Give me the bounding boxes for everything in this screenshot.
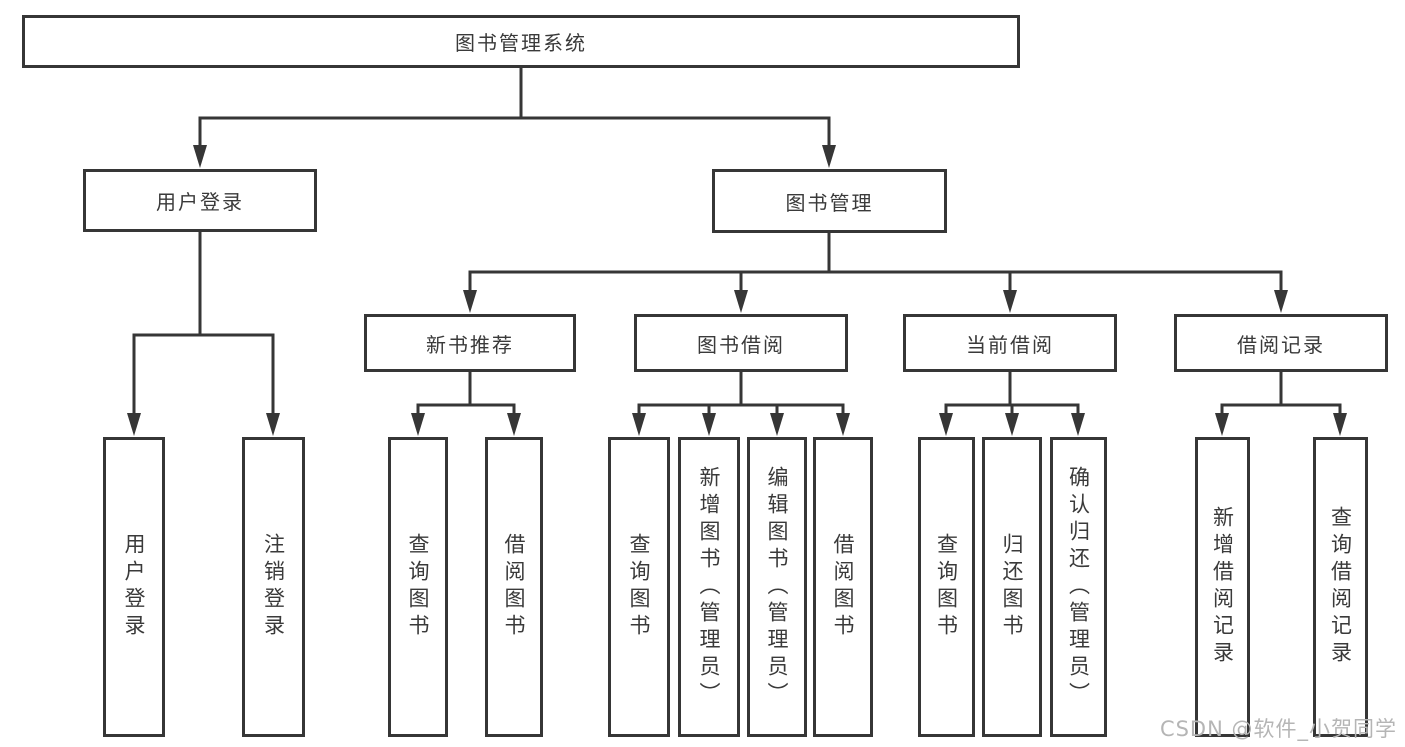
connector-book-borrow-fork bbox=[632, 370, 850, 436]
arrowhead-icon bbox=[939, 413, 953, 436]
leaf-logout-login: 注销登录 bbox=[242, 437, 305, 737]
arrowhead-icon bbox=[632, 413, 646, 436]
leaf-borrow-book: 借阅图书 bbox=[813, 437, 873, 737]
arrowhead-icon bbox=[266, 413, 280, 436]
connector-book-management-fork bbox=[463, 231, 1288, 313]
node-borrow-records: 借阅记录 bbox=[1174, 314, 1388, 372]
leaf-confirm-return-admin: 确认归还（管理员） bbox=[1050, 437, 1107, 737]
leaf-query-book-recommend: 查询图书 bbox=[388, 437, 448, 737]
leaf-query-book-current: 查询图书 bbox=[918, 437, 975, 737]
node-current-borrow: 当前借阅 bbox=[903, 314, 1117, 372]
arrowhead-icon bbox=[770, 413, 784, 436]
leaf-query-borrow-record: 查询借阅记录 bbox=[1313, 437, 1368, 737]
connector-user-login-fork bbox=[127, 230, 280, 436]
connector-current-borrow-fork bbox=[939, 370, 1085, 436]
connector-borrow-records-fork bbox=[1215, 370, 1347, 436]
node-book-borrow: 图书借阅 bbox=[634, 314, 848, 372]
leaf-query-book-borrow: 查询图书 bbox=[608, 437, 670, 737]
node-book-management: 图书管理 bbox=[712, 169, 947, 233]
leaf-add-book-admin: 新增图书（管理员） bbox=[678, 437, 740, 737]
arrowhead-icon bbox=[1005, 413, 1019, 436]
arrowhead-icon bbox=[822, 145, 836, 168]
leaf-add-borrow-record: 新增借阅记录 bbox=[1195, 437, 1250, 737]
arrowhead-icon bbox=[1274, 290, 1288, 313]
arrowhead-icon bbox=[1003, 290, 1017, 313]
arrowhead-icon bbox=[1333, 413, 1347, 436]
leaf-user-login: 用户登录 bbox=[103, 437, 165, 737]
arrowhead-icon bbox=[1071, 413, 1085, 436]
arrowhead-icon bbox=[1215, 413, 1229, 436]
node-user-login: 用户登录 bbox=[83, 169, 317, 232]
leaf-edit-book-admin: 编辑图书（管理员） bbox=[747, 437, 807, 737]
watermark: CSDN @软件_小贺同学 bbox=[1159, 717, 1397, 741]
arrowhead-icon bbox=[463, 290, 477, 313]
arrowhead-icon bbox=[702, 413, 716, 436]
connector-new-book-recommend-fork bbox=[411, 370, 521, 436]
arrowhead-icon bbox=[411, 413, 425, 436]
arrowhead-icon bbox=[734, 290, 748, 313]
arrowhead-icon bbox=[507, 413, 521, 436]
connector-root-fork bbox=[193, 66, 836, 168]
arrowhead-icon bbox=[836, 413, 850, 436]
leaf-borrow-book-recommend: 借阅图书 bbox=[485, 437, 543, 737]
arrowhead-icon bbox=[193, 145, 207, 168]
node-new-book-recommend: 新书推荐 bbox=[364, 314, 576, 372]
arrowhead-icon bbox=[127, 413, 141, 436]
node-root: 图书管理系统 bbox=[22, 15, 1020, 68]
leaf-return-book: 归还图书 bbox=[982, 437, 1042, 737]
